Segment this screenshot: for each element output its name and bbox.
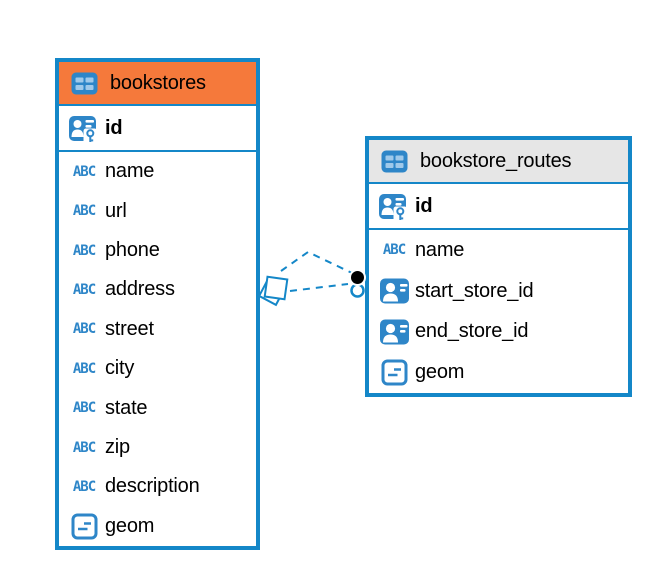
column-row-bookstores-geom[interactable]: geom: [59, 507, 256, 546]
text-icon: ABC: [72, 478, 96, 495]
primary-key-icon: [373, 190, 415, 222]
black-dot[interactable]: [349, 269, 366, 286]
column-row-bookstores-id[interactable]: id: [59, 106, 256, 152]
column-name: phone: [105, 239, 160, 262]
text-icon: ABC: [382, 242, 406, 259]
column-row-bookstores-url[interactable]: ABC url: [59, 191, 256, 230]
text-icon: ABC: [72, 163, 96, 180]
column-row-bookstore_routes-end_store_id[interactable]: end_store_id: [369, 312, 628, 353]
text-icon: ABC: [72, 281, 96, 298]
column-name: url: [105, 199, 127, 222]
diamond-front[interactable]: [263, 275, 289, 301]
many-side-dot-marker[interactable]: [349, 269, 366, 298]
column-name: geom: [415, 361, 465, 384]
column-row-bookstore_routes-id[interactable]: id: [369, 184, 628, 230]
foreign-key-icon: [373, 318, 415, 346]
geometry-icon: [373, 359, 415, 386]
primary-key-icon: [63, 112, 105, 144]
column-row-bookstores-state[interactable]: ABC state: [59, 388, 256, 427]
column-name: id: [105, 116, 123, 139]
column-name: zip: [105, 436, 130, 459]
column-row-bookstores-description[interactable]: ABC description: [59, 467, 256, 506]
geometry-icon: [63, 513, 105, 540]
column-name: geom: [105, 514, 155, 537]
column-row-bookstore_routes-start_store_id[interactable]: start_store_id: [369, 271, 628, 312]
text-icon: ABC: [72, 242, 96, 259]
column-name: id: [415, 194, 433, 217]
ring-circle[interactable]: [350, 283, 365, 298]
text-icon: ABC: [72, 439, 96, 456]
column-row-bookstores-zip[interactable]: ABC zip: [59, 428, 256, 467]
one-side-diamond-marker[interactable]: [257, 275, 289, 307]
text-icon: ABC: [72, 400, 96, 417]
column-row-bookstores-name[interactable]: ABC name: [59, 152, 256, 191]
column-row-bookstores-phone[interactable]: ABC phone: [59, 231, 256, 270]
column-name: start_store_id: [415, 279, 534, 302]
column-row-bookstores-address[interactable]: ABC address: [59, 270, 256, 309]
relationship-line-upper[interactable]: [280, 250, 353, 274]
column-name: description: [105, 475, 200, 498]
column-name: end_store_id: [415, 320, 529, 343]
column-row-bookstores-street[interactable]: ABC street: [59, 310, 256, 349]
column-row-bookstore_routes-name[interactable]: ABC name: [369, 230, 628, 271]
table-title: bookstores: [110, 71, 206, 94]
table-header-bookstore_routes[interactable]: bookstore_routes: [369, 140, 628, 184]
foreign-key-icon: [373, 277, 415, 305]
column-name: address: [105, 278, 175, 301]
column-row-bookstores-city[interactable]: ABC city: [59, 349, 256, 388]
column-name: street: [105, 317, 154, 340]
text-icon: ABC: [72, 321, 96, 338]
table-header-bookstores[interactable]: bookstores: [59, 62, 256, 106]
column-name: state: [105, 396, 148, 419]
text-icon: ABC: [72, 203, 96, 220]
text-icon: ABC: [72, 360, 96, 377]
relationship-line-lower[interactable]: [289, 283, 349, 292]
table-icon: [381, 150, 408, 173]
relationship-connector[interactable]: [257, 250, 366, 307]
table-title: bookstore_routes: [420, 149, 572, 172]
column-name: name: [105, 160, 155, 183]
column-row-bookstore_routes-geom[interactable]: geom: [369, 352, 628, 393]
column-name: name: [415, 238, 465, 261]
table-icon: [71, 72, 98, 95]
column-name: city: [105, 357, 135, 380]
